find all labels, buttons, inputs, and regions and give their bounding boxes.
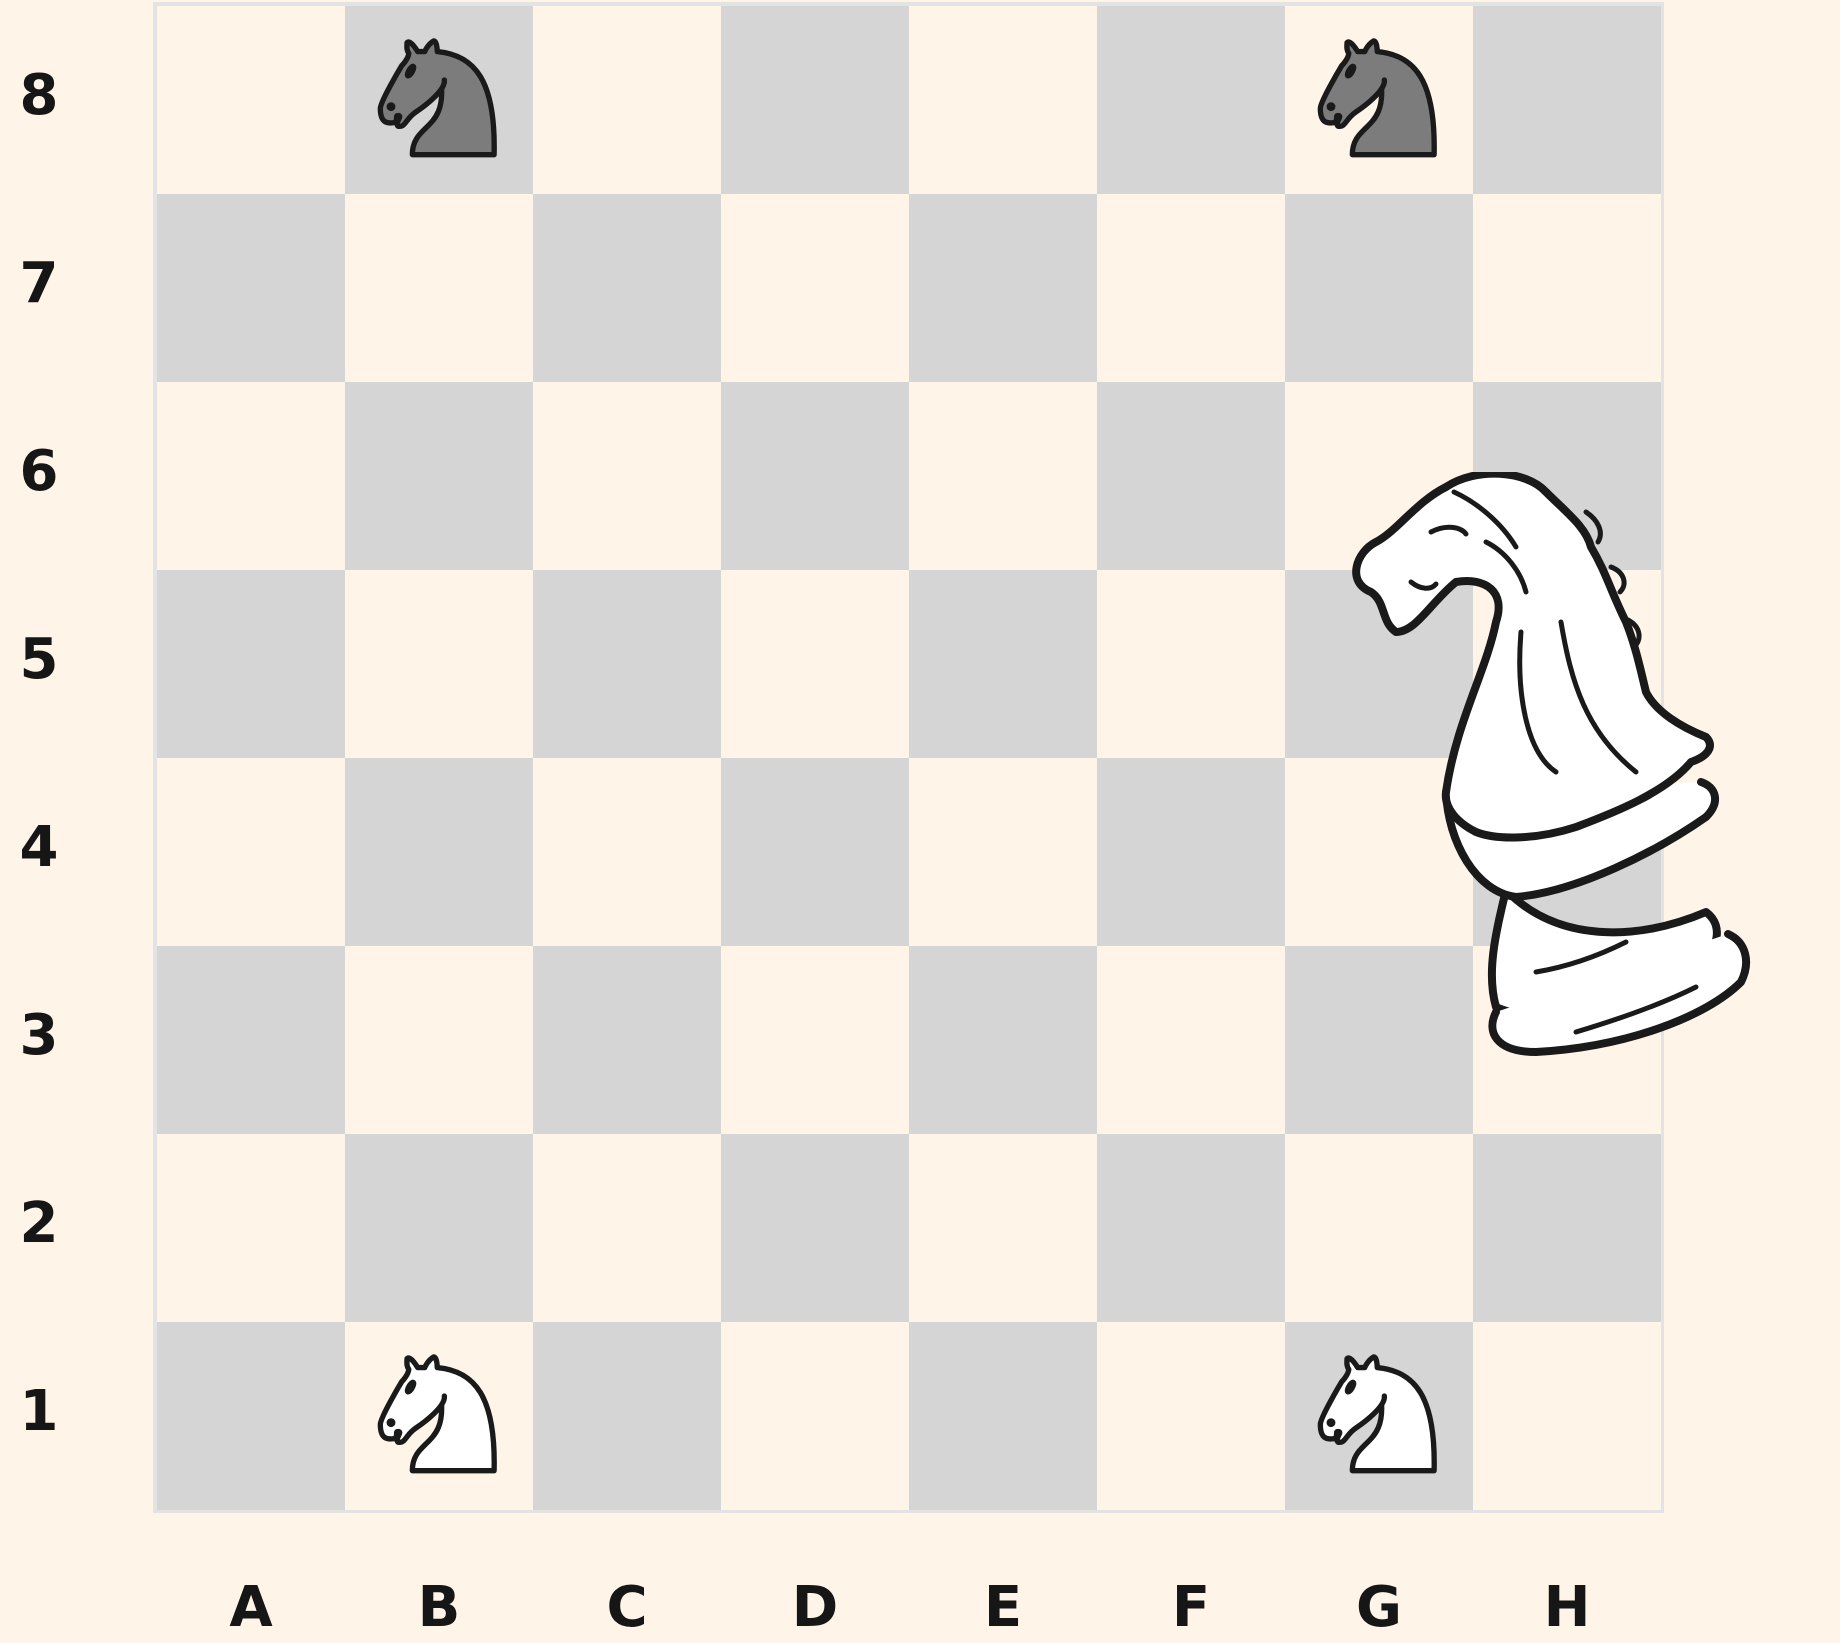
rank-label-2: 2 [14, 1196, 64, 1252]
square-d5[interactable] [721, 570, 909, 758]
square-h1[interactable] [1473, 1322, 1661, 1510]
square-a1[interactable] [157, 1322, 345, 1510]
square-c4[interactable] [533, 758, 721, 946]
square-d7[interactable] [721, 194, 909, 382]
square-a5[interactable] [157, 570, 345, 758]
square-f6[interactable] [1097, 382, 1285, 570]
square-b2[interactable] [345, 1134, 533, 1322]
square-b7[interactable] [345, 194, 533, 382]
square-f5[interactable] [1097, 570, 1285, 758]
square-a7[interactable] [157, 194, 345, 382]
black-knight-icon[interactable] [1299, 16, 1459, 180]
square-c8[interactable] [533, 6, 721, 194]
file-label-b: B [399, 1580, 479, 1636]
black-knight-icon[interactable] [359, 16, 519, 180]
rank-label-3: 3 [14, 1008, 64, 1064]
square-f1[interactable] [1097, 1322, 1285, 1510]
square-a6[interactable] [157, 382, 345, 570]
square-d3[interactable] [721, 946, 909, 1134]
square-d2[interactable] [721, 1134, 909, 1322]
square-h8[interactable] [1473, 6, 1661, 194]
rank-label-8: 8 [14, 68, 64, 124]
square-a4[interactable] [157, 758, 345, 946]
square-h7[interactable] [1473, 194, 1661, 382]
square-d8[interactable] [721, 6, 909, 194]
square-e5[interactable] [909, 570, 1097, 758]
file-label-e: E [963, 1580, 1043, 1636]
square-e8[interactable] [909, 6, 1097, 194]
file-label-d: D [775, 1580, 855, 1636]
square-a8[interactable] [157, 6, 345, 194]
square-f8[interactable] [1097, 6, 1285, 194]
square-f3[interactable] [1097, 946, 1285, 1134]
square-a2[interactable] [157, 1134, 345, 1322]
square-e3[interactable] [909, 946, 1097, 1134]
white-knight-icon[interactable] [359, 1332, 519, 1496]
square-c3[interactable] [533, 946, 721, 1134]
square-f2[interactable] [1097, 1134, 1285, 1322]
square-e1[interactable] [909, 1322, 1097, 1510]
square-d4[interactable] [721, 758, 909, 946]
square-e2[interactable] [909, 1134, 1097, 1322]
square-d1[interactable] [721, 1322, 909, 1510]
file-label-h: H [1527, 1580, 1607, 1636]
square-f7[interactable] [1097, 194, 1285, 382]
large-white-knight-icon [1336, 472, 1806, 1072]
square-e6[interactable] [909, 382, 1097, 570]
rank-label-1: 1 [14, 1384, 64, 1440]
square-h2[interactable] [1473, 1134, 1661, 1322]
file-label-g: G [1339, 1580, 1419, 1636]
square-f4[interactable] [1097, 758, 1285, 946]
rank-label-4: 4 [14, 820, 64, 876]
white-knight-icon[interactable] [1299, 1332, 1459, 1496]
square-b3[interactable] [345, 946, 533, 1134]
rank-label-6: 6 [14, 444, 64, 500]
square-b5[interactable] [345, 570, 533, 758]
square-d6[interactable] [721, 382, 909, 570]
square-e7[interactable] [909, 194, 1097, 382]
square-c7[interactable] [533, 194, 721, 382]
square-g2[interactable] [1285, 1134, 1473, 1322]
square-c2[interactable] [533, 1134, 721, 1322]
file-label-c: C [587, 1580, 667, 1636]
square-c1[interactable] [533, 1322, 721, 1510]
square-g7[interactable] [1285, 194, 1473, 382]
square-c5[interactable] [533, 570, 721, 758]
square-a3[interactable] [157, 946, 345, 1134]
file-label-f: F [1151, 1580, 1231, 1636]
rank-label-5: 5 [14, 632, 64, 688]
square-b6[interactable] [345, 382, 533, 570]
rank-label-7: 7 [14, 256, 64, 312]
square-b4[interactable] [345, 758, 533, 946]
file-label-a: A [211, 1580, 291, 1636]
square-e4[interactable] [909, 758, 1097, 946]
square-c6[interactable] [533, 382, 721, 570]
